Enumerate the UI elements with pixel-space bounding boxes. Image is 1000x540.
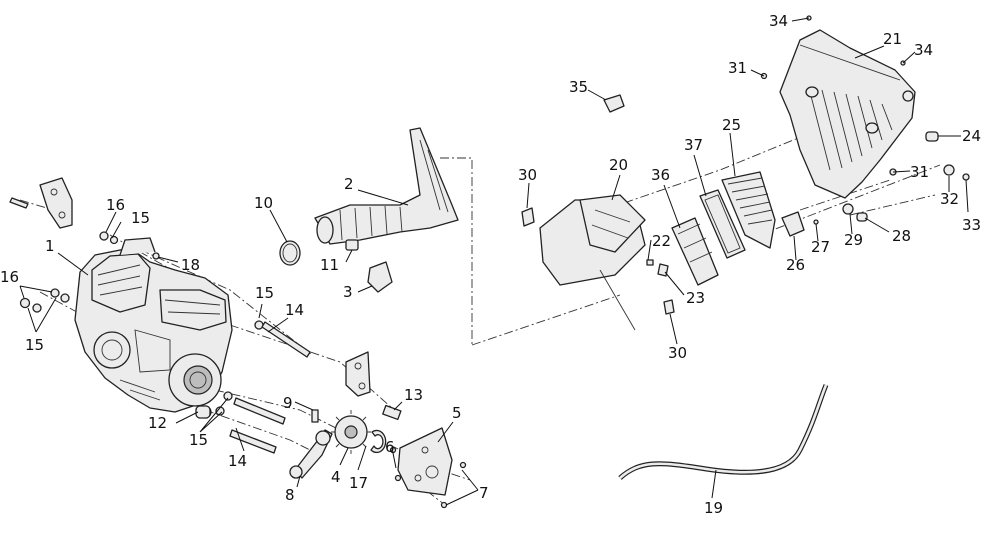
airbox-lower (521, 194, 646, 331)
fasteners-left (19, 231, 264, 419)
sensor-connector (345, 239, 393, 293)
drive-sprocket (331, 410, 371, 454)
callout-18: 18 (181, 256, 200, 274)
callout-37: 37 (684, 136, 703, 154)
hose-clamp (279, 240, 301, 266)
callout-3: 3 (343, 283, 353, 301)
callout-17: 17 (349, 474, 368, 492)
callout-19: 19 (704, 499, 723, 517)
callout-25: 25 (722, 116, 741, 134)
filter-clip (781, 211, 819, 237)
callout-labels: 1 2 3 4 5 6 7 8 9 10 11 12 13 14 14 15 1… (0, 12, 981, 517)
callout-31b: 31 (910, 163, 929, 181)
callout-30b: 30 (668, 344, 687, 362)
long-bolts (229, 321, 311, 454)
callout-21: 21 (883, 30, 902, 48)
engine-assembly (74, 237, 233, 419)
callout-6: 6 (385, 438, 395, 456)
callout-20: 20 (609, 156, 628, 174)
callout-14b: 14 (228, 452, 247, 470)
callout-32: 32 (940, 190, 959, 208)
callout-34b: 34 (914, 41, 933, 59)
callout-4: 4 (331, 468, 341, 486)
callout-9: 9 (283, 394, 293, 412)
engine-mount-bracket-lower (345, 351, 402, 421)
callout-1: 1 (45, 237, 55, 255)
callout-15b: 15 (255, 284, 274, 302)
callout-16a: 16 (106, 196, 125, 214)
callout-33: 33 (962, 216, 981, 234)
drain-hose (618, 384, 829, 480)
callout-34a: 34 (769, 12, 788, 30)
fasteners-right (603, 15, 970, 222)
callout-29: 29 (844, 231, 863, 249)
callout-28: 28 (892, 227, 911, 245)
callout-22: 22 (652, 232, 671, 250)
airbox-small-parts (646, 259, 675, 315)
callout-35: 35 (569, 78, 588, 96)
callout-16b: 16 (0, 268, 19, 286)
callout-11: 11 (320, 256, 339, 274)
callout-26: 26 (786, 256, 805, 274)
filter-frame (671, 217, 719, 286)
callout-10: 10 (254, 194, 273, 212)
intake-duct (314, 127, 459, 245)
callout-15d: 15 (25, 336, 44, 354)
callout-14a: 14 (285, 301, 304, 319)
air-filter-element (721, 171, 776, 249)
callout-27: 27 (811, 238, 830, 256)
callout-13: 13 (404, 386, 423, 404)
callout-2: 2 (344, 175, 354, 193)
callout-36: 36 (651, 166, 670, 184)
callout-7: 7 (479, 484, 489, 502)
callout-24: 24 (962, 127, 981, 145)
circlip (370, 429, 387, 454)
airbox-upper (779, 29, 916, 199)
shift-lever (289, 409, 333, 479)
callout-23: 23 (686, 289, 705, 307)
callout-31a: 31 (728, 59, 747, 77)
callout-5: 5 (452, 404, 462, 422)
callout-8: 8 (285, 486, 295, 504)
callout-12: 12 (148, 414, 167, 432)
sprocket-cover-plate (389, 427, 467, 509)
callout-15c: 15 (189, 431, 208, 449)
callout-30a: 30 (518, 166, 537, 184)
callout-15a: 15 (131, 209, 150, 227)
leader-lines (19, 17, 969, 506)
engine-mount-bracket-top (9, 177, 73, 229)
filter-gasket (699, 189, 746, 259)
